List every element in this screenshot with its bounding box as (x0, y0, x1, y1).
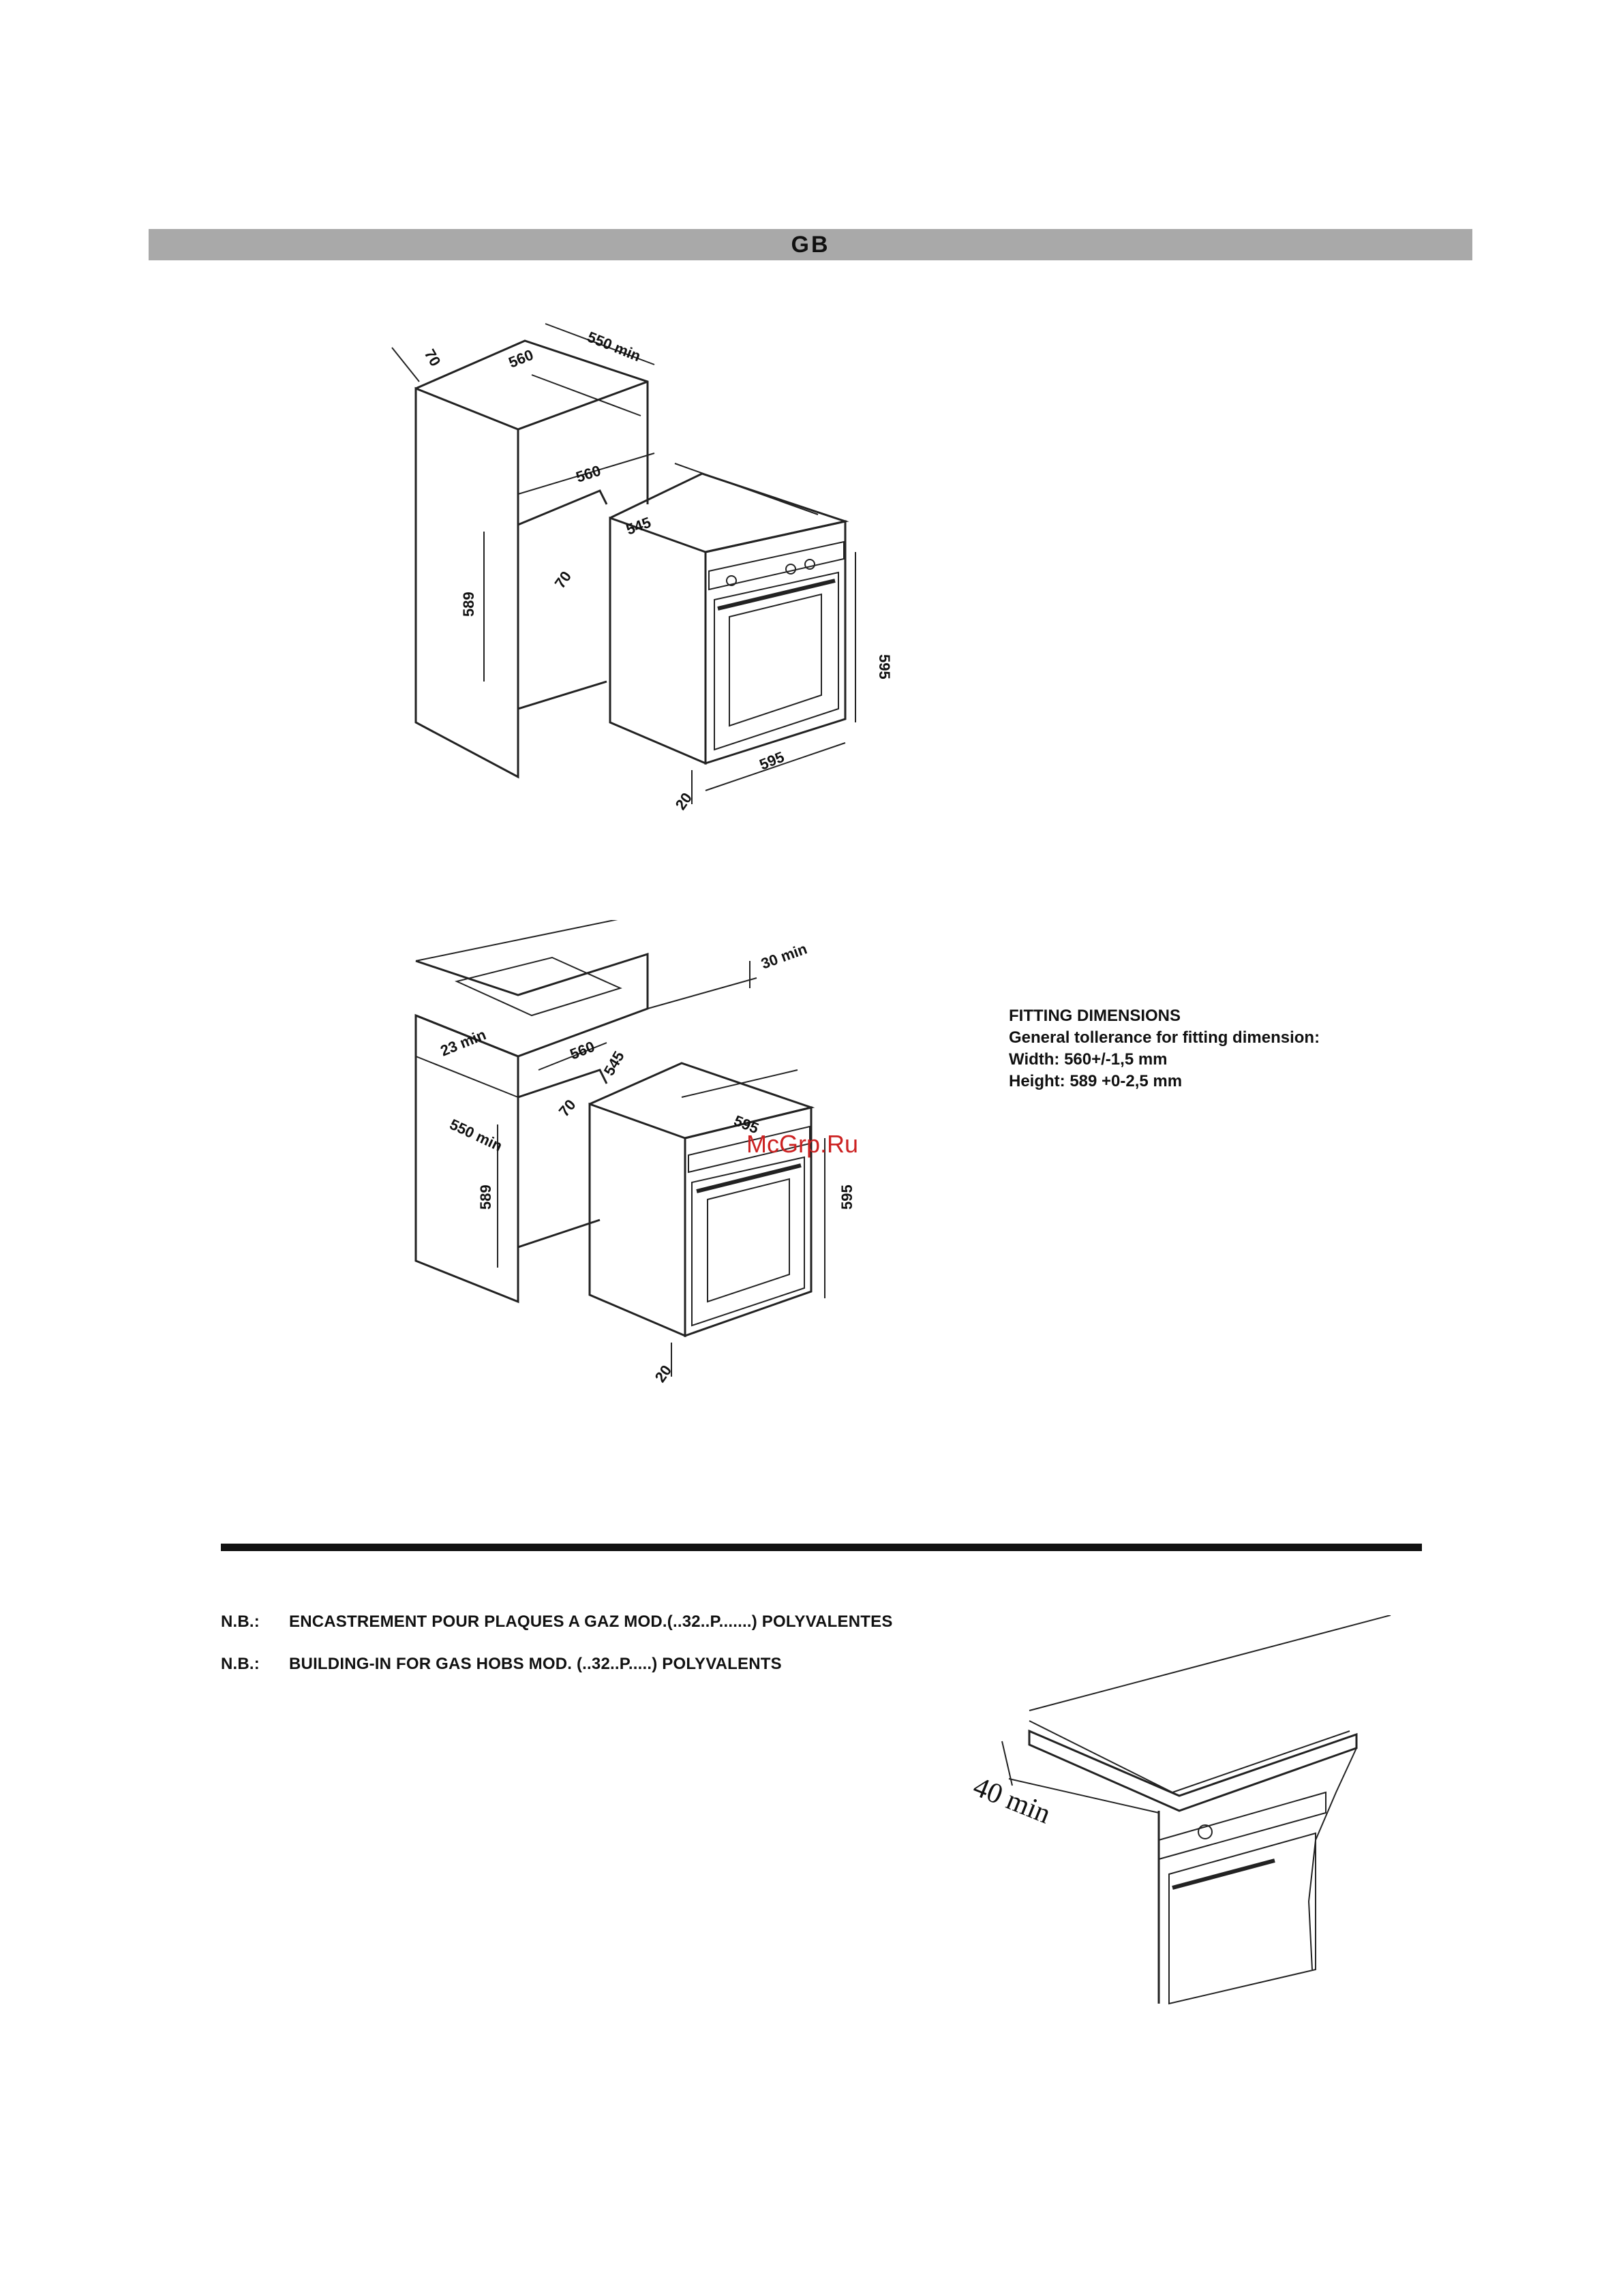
dim-550-min: 550 min (447, 1116, 505, 1154)
oven-front (684, 1106, 813, 1338)
dim-550-min: 550 min (585, 328, 643, 365)
fitting-title: FITTING DIMENSIONS (1009, 1007, 1181, 1025)
note-text: ENCASTREMENT POUR PLAQUES A GAZ MOD.(..3… (289, 1612, 893, 1631)
dim-30-min: 30 min (759, 940, 809, 972)
dim-545: 545 (601, 1048, 628, 1078)
language-code: GB (791, 232, 830, 258)
cabinet-side-panel (414, 386, 519, 779)
note-text: BUILDING-IN FOR GAS HOBS MOD. (..32..P..… (289, 1655, 782, 1673)
dim-70: 70 (556, 1096, 579, 1120)
note-tag: N.B.: (221, 1612, 260, 1631)
note-tag: N.B.: (221, 1655, 260, 1673)
fitting-tolerance-line: General tollerance for fitting dimension… (1009, 1028, 1320, 1047)
dim-595-width: 595 (757, 748, 787, 774)
hob-cutout (454, 956, 622, 1017)
dim-595-height: 595 (876, 654, 893, 679)
dim-589-height: 589 (460, 592, 477, 617)
watermark: McGrp.Ru (746, 1130, 859, 1158)
dim-560-top: 560 (506, 346, 536, 371)
dim-70-side: 70 (551, 568, 575, 591)
oven-side (609, 516, 707, 765)
dim-589-height: 589 (477, 1184, 494, 1210)
section-divider (221, 1544, 1422, 1551)
hob-clearance-diagram: 40 min (954, 1615, 1418, 2024)
language-header-bar: GB (149, 229, 1472, 260)
dim-560: 560 (568, 1038, 597, 1063)
note-french: N.B.: ENCASTREMENT POUR PLAQUES A GAZ MOD… (221, 1612, 893, 1632)
fitting-width-line: Width: 560+/-1,5 mm (1009, 1050, 1168, 1069)
under-counter-installation-diagram: 30 min 23 min 560 545 70 550 min 589 595… (382, 920, 900, 1397)
dim-70-top: 70 (421, 346, 444, 369)
fitting-dimensions-block: FITTING DIMENSIONS General tollerance fo… (1009, 1005, 1391, 1092)
oven-side (588, 1102, 686, 1338)
counter-cabinet-side (414, 1013, 519, 1304)
dim-595-height: 595 (838, 1184, 855, 1210)
oven-front (704, 520, 847, 765)
dim-545: 545 (624, 514, 653, 538)
dim-560-opening: 560 (574, 462, 603, 486)
dim-23-min: 23 min (438, 1026, 489, 1059)
column-installation-diagram: 70 560 550 min 560 545 70 589 595 595 20 (382, 300, 900, 831)
note-english: N.B.: BUILDING-IN FOR GAS HOBS MOD. (..32… (221, 1655, 782, 1674)
worktop (1028, 1729, 1358, 1812)
fitting-height-line: Height: 589 +0-2,5 mm (1009, 1072, 1183, 1090)
